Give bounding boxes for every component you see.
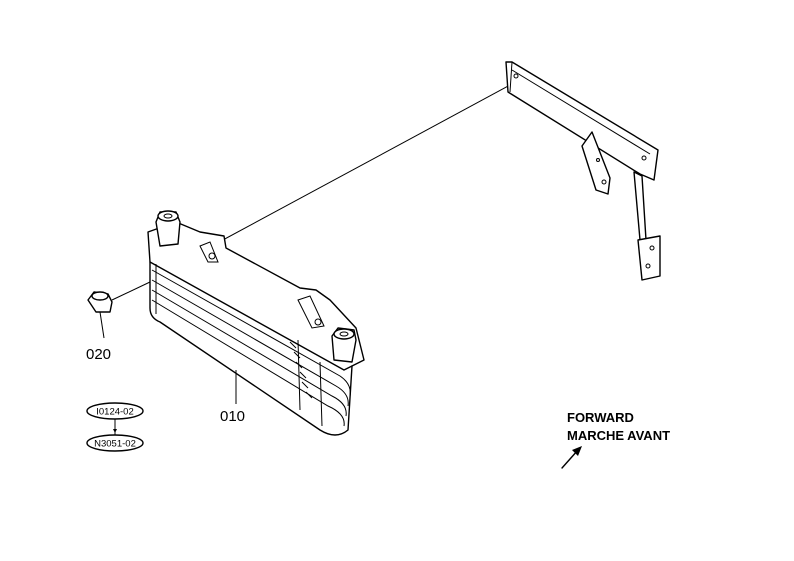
drain-plug [87,281,151,313]
forward-arrow-icon [561,446,582,469]
direction-label-forward: FORWARD [567,410,634,425]
code-link-arrow [113,429,117,433]
svg-text:N3051-02: N3051-02 [94,439,136,450]
part-label-010: 010 [220,408,245,425]
direction-label-marche-avant: MARCHE AVANT [567,428,670,443]
part-label-020: 020 [86,346,111,363]
oil-cooler [147,210,365,436]
svg-text:I0124-02: I0124-02 [96,407,134,418]
code-oval-top: I0124-02 [86,402,144,420]
mounting-bracket [505,61,661,281]
code-oval-bottom: N3051-02 [86,434,144,452]
leader-020 [99,311,105,339]
leader-line-bracket [207,83,513,249]
